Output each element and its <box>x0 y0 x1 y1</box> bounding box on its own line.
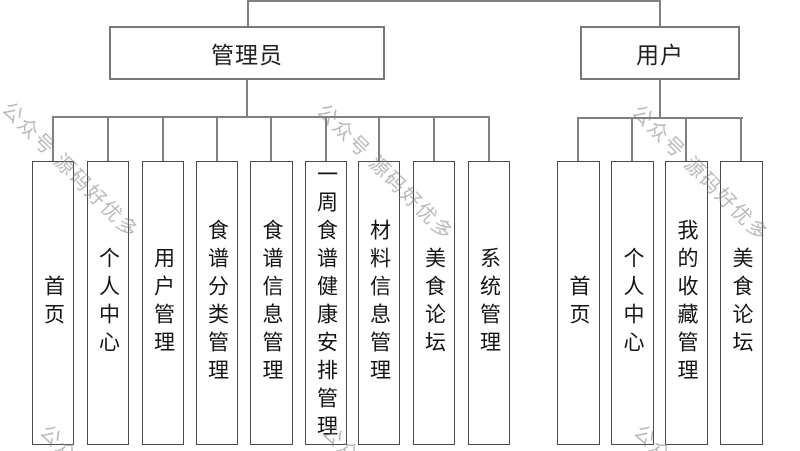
node-admin-system-management: 系统管理 <box>468 161 510 445</box>
connector-user-stub <box>740 118 742 161</box>
node-admin-recipe-category-management: 食谱分类管理 <box>196 161 238 445</box>
node-user-label: 用户 <box>636 42 684 68</box>
connector-admin-stub <box>378 117 380 161</box>
node-admin-home: 首页 <box>32 161 74 445</box>
connector-top-horizontal <box>247 0 661 2</box>
node-user-food-forum: 美食论坛 <box>720 161 763 445</box>
node-user-personal-center: 个人中心 <box>611 161 654 445</box>
connector-top-drop-user <box>659 0 661 26</box>
node-admin-material-info-management: 材料信息管理 <box>358 161 400 445</box>
connector-admin-stub <box>52 117 54 161</box>
node-admin-personal-center: 个人中心 <box>87 161 129 445</box>
connector-admin-stub <box>325 117 327 161</box>
connector-admin-stub <box>488 117 490 161</box>
node-admin-user-management: 用户管理 <box>142 161 184 445</box>
connector-admin-stub <box>107 117 109 161</box>
node-user: 用户 <box>580 26 740 80</box>
node-user-my-favorites-management: 我的收藏管理 <box>665 161 708 445</box>
connector-top-drop-admin <box>247 0 249 26</box>
node-admin-food-forum: 美食论坛 <box>413 161 455 445</box>
node-admin: 管理员 <box>109 26 385 80</box>
connector-admin-stub <box>162 117 164 161</box>
connector-admin-stub <box>270 117 272 161</box>
connector-user-stub <box>631 118 633 161</box>
node-user-home: 首页 <box>557 161 600 445</box>
node-admin-recipe-info-management: 食谱信息管理 <box>250 161 293 445</box>
node-admin-weekly-recipe-health-plan-management: 一周食谱健康安排管理 <box>305 161 347 445</box>
connector-user-drop <box>659 79 661 119</box>
connector-user-rail <box>577 117 743 119</box>
connector-user-stub <box>577 118 579 161</box>
node-admin-label: 管理员 <box>211 42 283 68</box>
connector-user-stub <box>685 118 687 161</box>
connector-admin-drop <box>246 79 248 117</box>
connector-admin-stub <box>216 117 218 161</box>
connector-admin-stub <box>433 117 435 161</box>
